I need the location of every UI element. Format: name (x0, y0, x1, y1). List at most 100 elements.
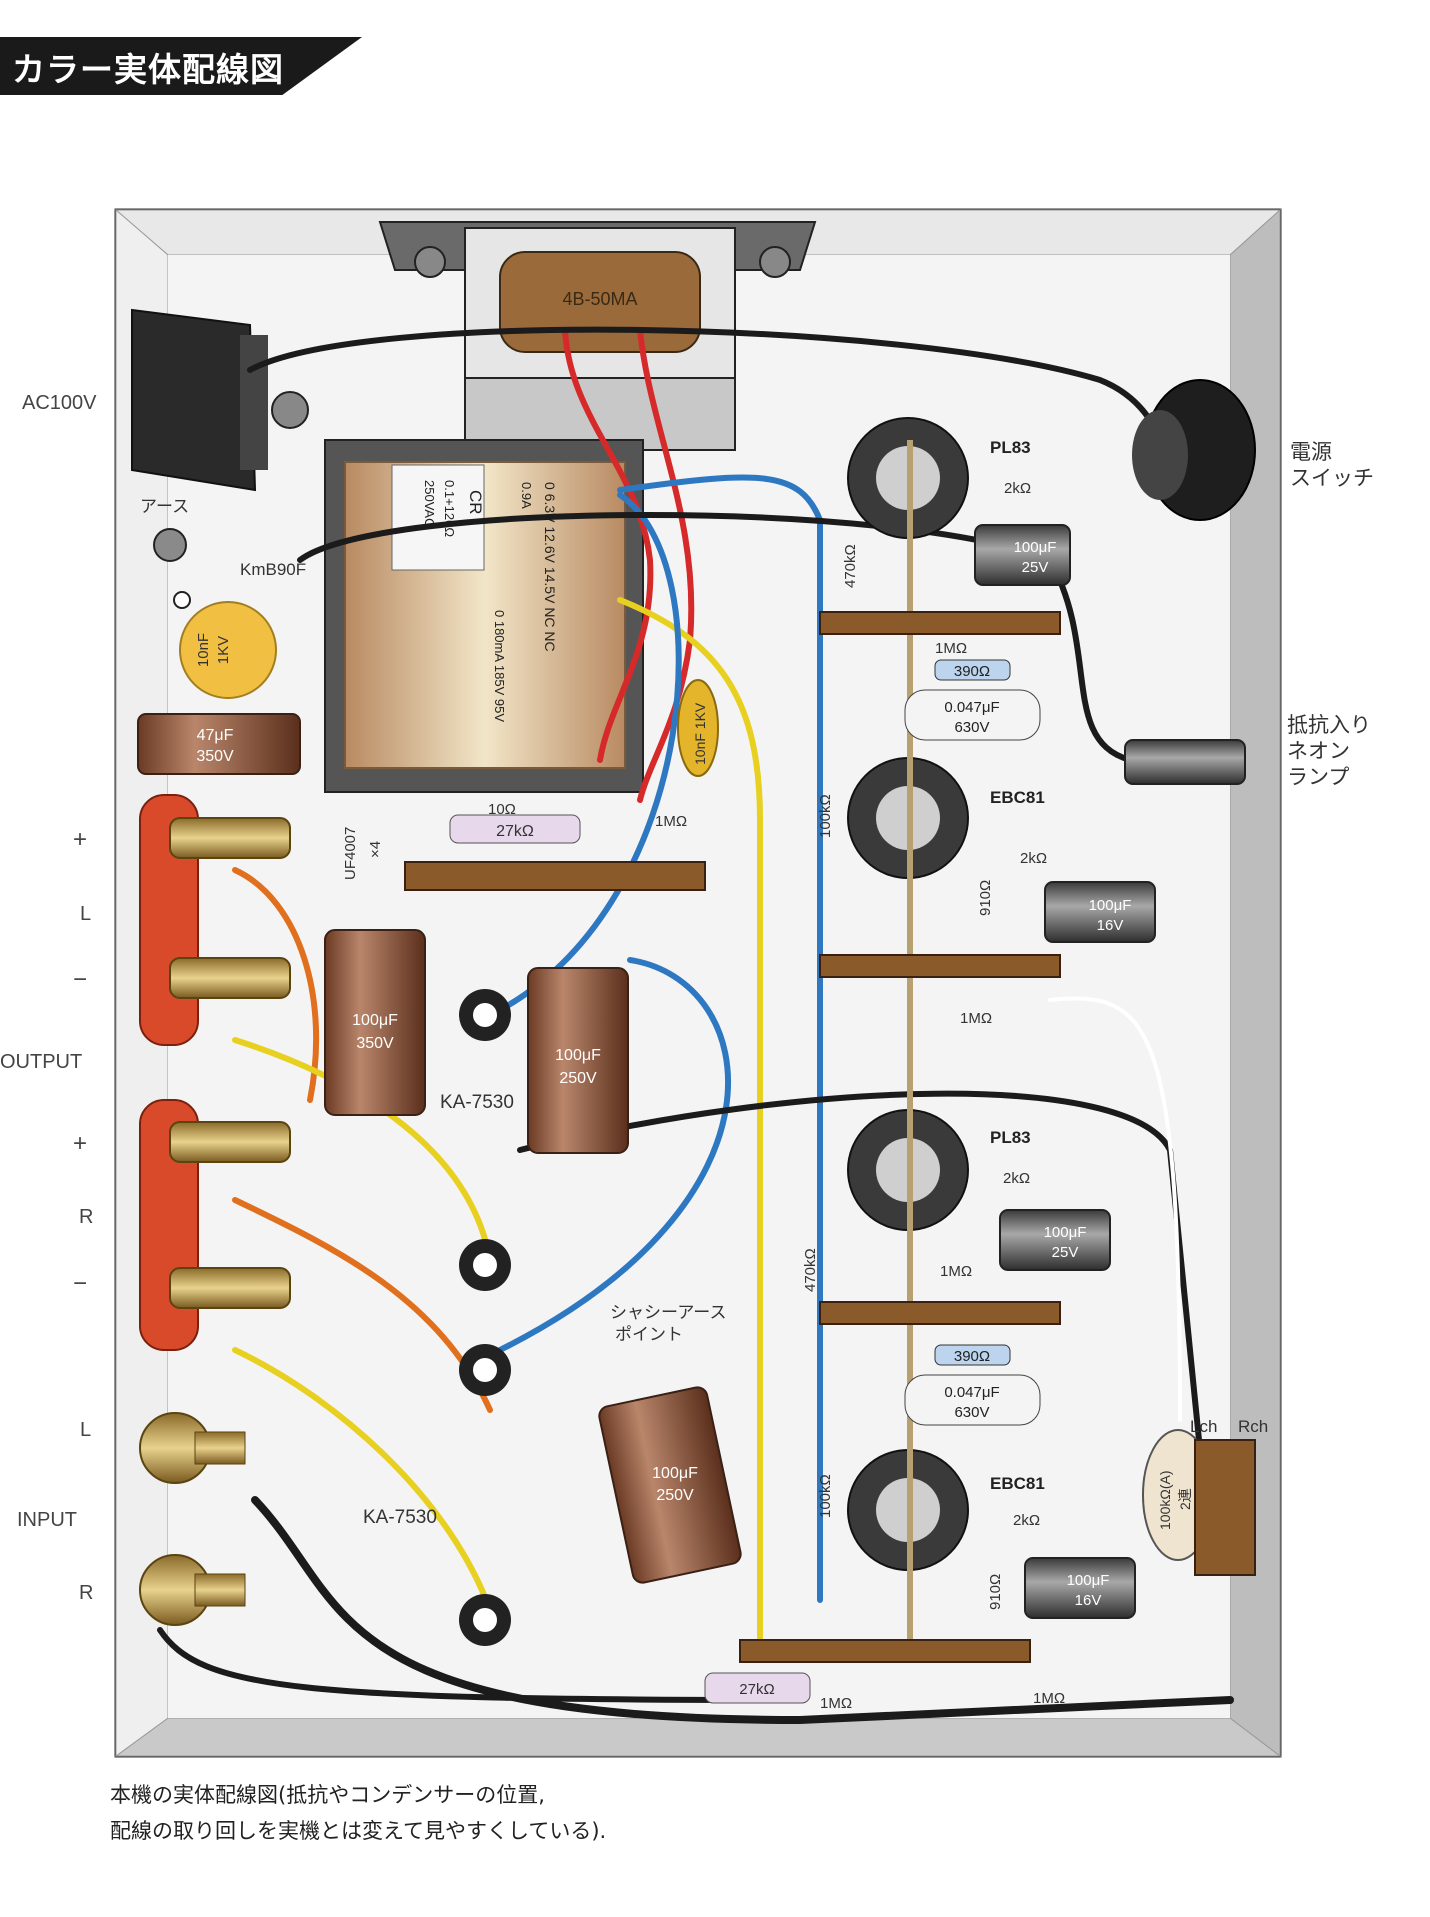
label-ac100v: AC100V (22, 392, 97, 414)
chassis-point-2: ポイント (615, 1325, 683, 1344)
cap-100uf-250-b-volt: 250V (656, 1487, 694, 1504)
label-input: INPUT (17, 1509, 77, 1531)
transformer-cr-3: 250VAC (422, 480, 437, 527)
volume-label-2: 2連 (1177, 1488, 1193, 1510)
r-27k-bottom: 27kΩ (704, 1672, 811, 1704)
transformer-cr-2: 0.1+120Ω (442, 480, 457, 537)
diode-label: UF4007 (342, 827, 359, 880)
label-plus-r: + (73, 1130, 88, 1157)
part-labels: 2kΩ 2kΩ 2kΩ 2kΩ 470kΩ 470kΩ 100kΩ 100kΩ … (802, 480, 1065, 1712)
cap-100uf-350-volt: 350V (356, 1035, 394, 1052)
ebc81-top-label: EBC81 (990, 788, 1045, 807)
caption-line-1: 本機の実体配線図(抵抗やコンデンサーの位置, (110, 1783, 545, 1807)
r-2k-1-label: 2kΩ (1004, 480, 1031, 497)
r-470k-2-label: 470kΩ (802, 1248, 819, 1292)
label-neon-3: ランプ (1287, 765, 1350, 789)
r-1m-3-label: 1MΩ (940, 1263, 972, 1280)
earth-terminal (153, 528, 191, 609)
label-power-switch-2: スイッチ (1290, 466, 1374, 490)
wires (157, 326, 1234, 1725)
cap-0047-top: 0.047μF 630V (904, 689, 1041, 741)
cap-100uf-16v-bottom: 100μF 16V (1024, 1557, 1136, 1619)
rch-label: Rch (1238, 1417, 1268, 1436)
cap-100uf-25-1-volt: 25V (1022, 559, 1049, 576)
r-1m-1-label: 1MΩ (935, 640, 967, 657)
cap-100uf-250v: 100μF 250V (527, 967, 629, 1154)
lch-label: Lch (1190, 1417, 1217, 1436)
cap-47uf-label: 47μF (197, 727, 234, 744)
r-2k-4-label: 2kΩ (1013, 1512, 1040, 1529)
r-910-1-label: 910Ω (977, 880, 994, 916)
power-switch (1132, 379, 1256, 521)
cap-47uf-volt: 350V (196, 748, 234, 765)
label-l: L (80, 903, 92, 925)
r-1m-5-label: 1MΩ (1033, 1690, 1065, 1707)
rectifier-board: 27kΩ 10Ω 1MΩ UF4007 ×4 (342, 801, 706, 891)
r-27k-label: 27kΩ (496, 823, 534, 840)
label-plus-l: + (73, 826, 88, 853)
volume-label-1: 100kΩ(A) (1157, 1471, 1173, 1531)
cap-100uf-25-2-label: 100μF (1044, 1224, 1087, 1241)
transformer-taps-1: 0 6.3V 12.6V 14.5V NC NC (542, 482, 558, 652)
cap-100uf-350-label: 100μF (352, 1012, 398, 1029)
cap-100uf-250-b-label: 100μF (652, 1465, 698, 1482)
r-1m-4-label: 1MΩ (820, 1695, 852, 1712)
r-100k-2-label: 100kΩ (817, 1474, 834, 1518)
cap-100uf-25-1-label: 100μF (1014, 539, 1057, 556)
terminal-boards (739, 611, 1061, 1663)
cap-047-2-volt: 630V (954, 1404, 989, 1421)
r-470k-1-label: 470kΩ (842, 544, 859, 588)
label-neon-1: 抵抗入り (1287, 713, 1371, 737)
cap-100uf-25v-bottom: 100μF 25V (999, 1209, 1111, 1271)
transformer-cr-1: CR (466, 490, 485, 515)
cap-100uf-16v-top: 100μF 16V (1044, 881, 1156, 943)
diode-count: ×4 (367, 841, 384, 858)
r-2k-3-label: 2kΩ (1003, 1170, 1030, 1187)
r-100k-1-label: 100kΩ (817, 794, 834, 838)
cap-100uf-16-1-label: 100μF (1089, 897, 1132, 914)
ka-7530-top-label: KA-7530 (440, 1092, 514, 1113)
page-title: カラー実体配線図 (12, 50, 284, 89)
cap-1kv-label: 1KV (215, 636, 232, 664)
cap-047-1-label: 0.047μF (944, 699, 999, 716)
r-27k-bottom-label: 27kΩ (739, 1681, 774, 1698)
ac-inlet (131, 308, 309, 492)
earth-label: アース (140, 497, 189, 516)
r-390-1-label: 390Ω (954, 663, 990, 680)
cap-100uf-250-volt: 250V (559, 1070, 597, 1087)
transformer-taps-3: 0 180mA 185V 95V (492, 610, 507, 722)
cap-10nf-label: 10nF (195, 633, 212, 667)
cap-0047-bottom: 0.047μF 630V (904, 1374, 1041, 1426)
volume-pot: 100kΩ(A) 2連 (1142, 1429, 1256, 1576)
caption-line-2: 配線の取り回しを実機とは変えて見やすくしている). (110, 1819, 607, 1843)
ebc81-bottom-label: EBC81 (990, 1474, 1045, 1493)
cap-100uf-16-2-volt: 16V (1075, 1592, 1102, 1609)
label-input-l: L (80, 1419, 92, 1441)
cap-100uf-25-2-volt: 25V (1052, 1244, 1079, 1261)
neon-lamp (1124, 739, 1246, 785)
label-output: OUTPUT (0, 1051, 83, 1073)
r-1m-2-label: 1MΩ (960, 1010, 992, 1027)
label-minus-l: − (73, 966, 88, 993)
choke-label: 4B-50MA (562, 289, 637, 309)
label-input-r: R (79, 1582, 94, 1604)
choke: 4B-50MA (378, 221, 817, 451)
cap-047-1-volt: 630V (954, 719, 989, 736)
cap-100uf-16-2-label: 100μF (1067, 1572, 1110, 1589)
label-r: R (79, 1206, 94, 1228)
chassis-point-1: シャシーアース (610, 1303, 726, 1322)
r-2k-2-label: 2kΩ (1020, 850, 1047, 867)
cap-10nf-1kv-label: 10nF 1KV (692, 702, 708, 765)
pl83-bottom-label: PL83 (990, 1128, 1031, 1147)
r-910-2-label: 910Ω (987, 1574, 1004, 1610)
label-minus-r: − (73, 1270, 88, 1297)
cap-047-2-label: 0.047μF (944, 1384, 999, 1401)
film-capacitor-10nf: 10nF 1KV (677, 679, 719, 777)
figure-caption: 本機の実体配線図(抵抗やコンデンサーの位置, 配線の取り回しを実機とは変えて見や… (110, 1777, 606, 1849)
r-10-label: 10Ω (488, 801, 516, 818)
transformer-name: KmB90F (240, 560, 306, 579)
label-power-switch-1: 電源 (1290, 440, 1332, 464)
ceramic-capacitor: 10nF 1KV (179, 601, 277, 699)
output-transformer-holes (459, 989, 511, 1646)
